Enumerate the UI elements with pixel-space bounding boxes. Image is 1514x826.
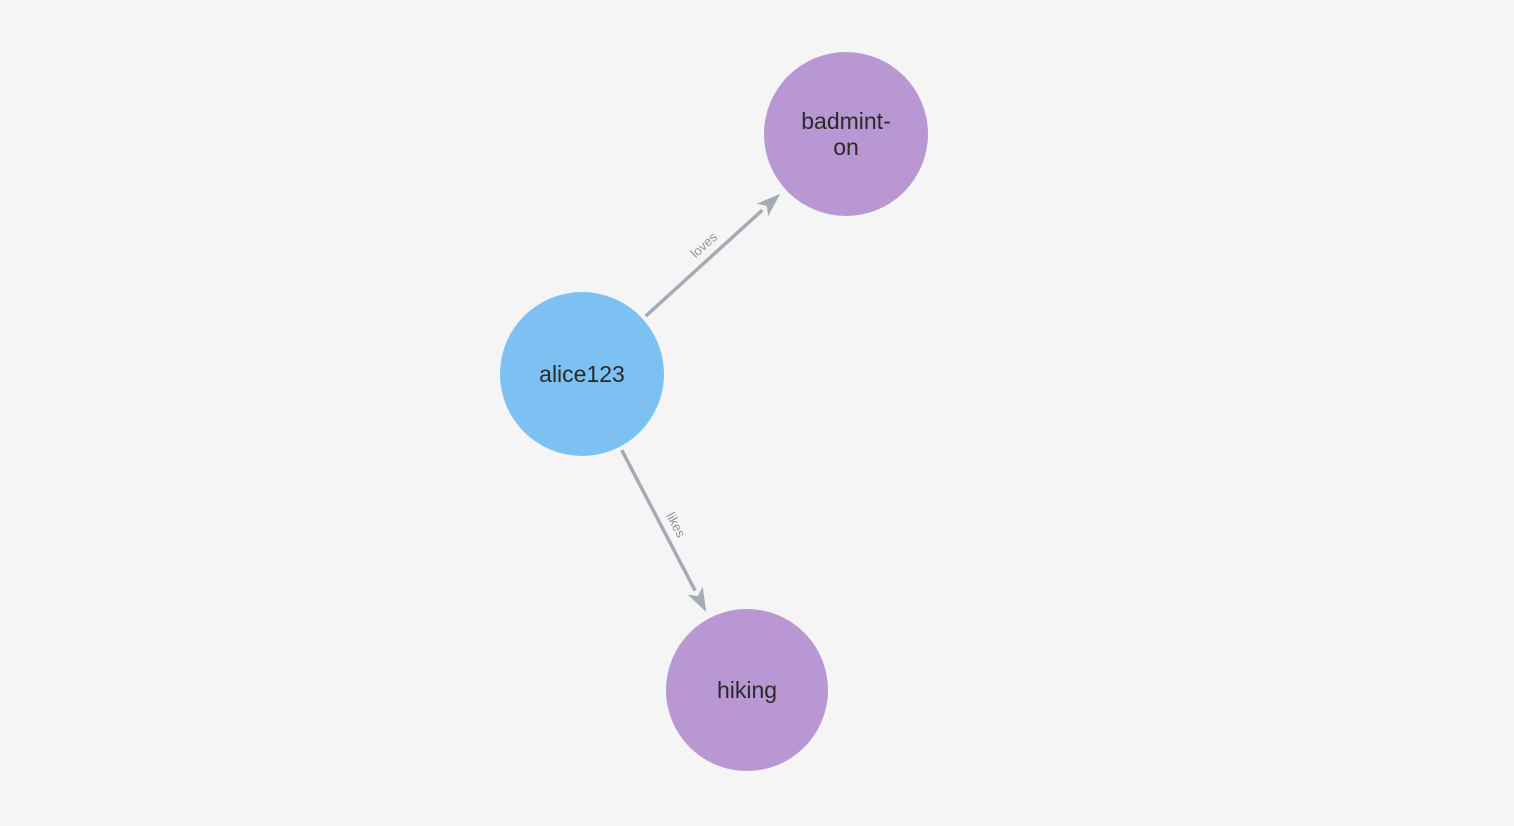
node-circle-hiking[interactable] <box>666 609 828 771</box>
node-hiking[interactable]: hiking <box>666 609 828 771</box>
edge-likes[interactable]: likes <box>620 449 707 612</box>
edge-loves[interactable]: loves <box>644 193 781 318</box>
edge-arrowhead-loves <box>756 193 781 217</box>
edge-label-loves: loves <box>688 229 721 261</box>
edge-arrowhead-likes <box>687 586 707 612</box>
node-badminton[interactable]: badmint-on <box>764 52 928 216</box>
node-circle-badminton[interactable] <box>764 52 928 216</box>
edge-line-loves[interactable] <box>644 208 764 318</box>
edge-line-likes[interactable] <box>620 449 697 592</box>
node-circle-alice123[interactable] <box>500 292 664 456</box>
node-alice123[interactable]: alice123 <box>500 292 664 456</box>
